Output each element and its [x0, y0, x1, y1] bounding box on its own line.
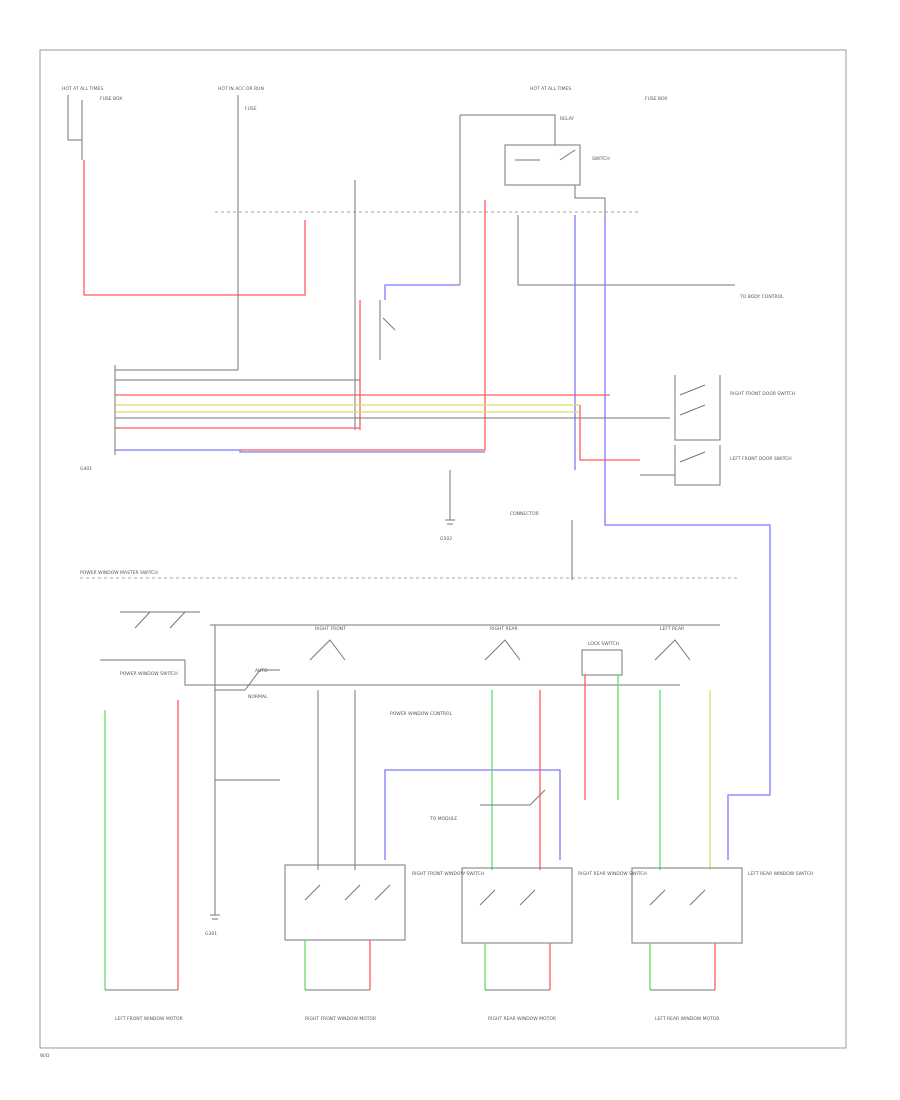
label-lr-window-switch: LEFT REAR WINDOW SWITCH — [748, 871, 813, 877]
label-to-body: TO BODY CONTROL — [739, 294, 784, 300]
label-relay: RELAY — [560, 116, 574, 122]
wire-relay-feed — [460, 114, 556, 145]
diagram-frame — [39, 49, 847, 1049]
wire-blue-top-mid — [384, 284, 460, 300]
label-to-module: TO MODULE — [429, 816, 457, 822]
rr-window-contacts — [479, 889, 536, 906]
corner-code: W/D — [40, 1053, 50, 1059]
lock-switch-box — [581, 649, 623, 676]
label-mid-connector: CONNECTOR — [510, 511, 539, 517]
label-power-window-switch: POWER WINDOW SWITCH — [120, 671, 178, 677]
wire-to-body — [517, 215, 735, 286]
label-master-switch: POWER WINDOW MASTER SWITCH — [80, 570, 158, 576]
wire-top-left-fuse — [67, 95, 82, 141]
label-normal: NORMAL — [248, 694, 268, 700]
wire-rf-blue — [384, 769, 561, 860]
label-auto: AUTO — [255, 668, 268, 674]
lr-window-contacts — [649, 889, 706, 906]
master-auto-switch — [215, 669, 280, 691]
door-switch-lf-box — [674, 445, 721, 486]
door-switch-rf-box — [674, 375, 721, 441]
label-motor-rr: RIGHT REAR WINDOW MOTOR — [488, 1016, 556, 1022]
lr-sw-contact — [654, 639, 691, 661]
label-hot-all-times-right: HOT AT ALL TIMES — [530, 86, 571, 92]
wire-red-door-left — [579, 405, 640, 461]
relay-contact — [515, 149, 576, 161]
label-ground-lower: G301 — [205, 931, 217, 937]
label-right-front-door: RIGHT FRONT DOOR SWITCH — [730, 391, 795, 397]
wire-red-top-left — [83, 160, 306, 296]
wire-blue-right-2 — [604, 215, 771, 860]
label-fuse-box-left: FUSE BOX — [100, 96, 122, 102]
label-rr-window-switch: RIGHT REAR WINDOW SWITCH — [578, 871, 647, 877]
master-lower-bus — [184, 660, 680, 686]
wire-red-485 — [240, 200, 486, 451]
door-switch-contact — [382, 317, 396, 331]
label-switch-top: SWITCH — [592, 156, 610, 162]
label-motor-rf: RIGHT FRONT WINDOW MOTOR — [305, 1016, 376, 1022]
master-lock-contacts — [134, 611, 186, 629]
wire-harness-blue — [115, 449, 485, 453]
to-module-switch — [480, 789, 546, 806]
label-left-front-door: LEFT FRONT DOOR SWITCH — [730, 456, 792, 462]
rr-sw-contact — [484, 639, 521, 661]
ground-lower-symbol — [210, 750, 220, 920]
wire-mid-down — [115, 210, 239, 371]
label-right-rear-sw: RIGHT REAR — [490, 626, 518, 632]
label-right-front-sw: RIGHT FRONT — [315, 626, 346, 632]
label-center-box: POWER WINDOW CONTROL — [390, 711, 453, 717]
rf-sw-contact — [309, 639, 346, 661]
label-hot-all-times-left: HOT AT ALL TIMES — [62, 86, 103, 92]
label-ground-g: G401 — [80, 466, 92, 472]
lr-window-switch-box — [631, 867, 743, 944]
label-rf-window-switch: RIGHT FRONT WINDOW SWITCH — [412, 871, 484, 877]
label-fuse-box-right: FUSE BOX — [645, 96, 667, 102]
label-motor-lf: LEFT FRONT WINDOW MOTOR — [115, 1016, 183, 1022]
rf-window-contacts — [304, 884, 391, 901]
label-lock-switch: LOCK SWITCH — [588, 641, 619, 647]
rf-window-switch-box — [284, 864, 406, 941]
label-hot-acc-run: HOT IN ACC OR RUN — [218, 86, 264, 92]
rr-window-switch-box — [461, 867, 573, 944]
label-left-rear-sw: LEFT REAR — [660, 626, 684, 632]
relay-box — [504, 144, 581, 186]
wire-relay-out — [574, 185, 606, 215]
label-fuse-mid: FUSE — [245, 106, 257, 112]
label-motor-lr: LEFT REAR WINDOW MOTOR — [655, 1016, 720, 1022]
door-switch-rf-contacts — [679, 384, 706, 416]
label-ground-mid: G502 — [440, 536, 452, 542]
ground-mid-symbol — [445, 519, 455, 525]
door-switch-lf-contact — [679, 451, 706, 463]
